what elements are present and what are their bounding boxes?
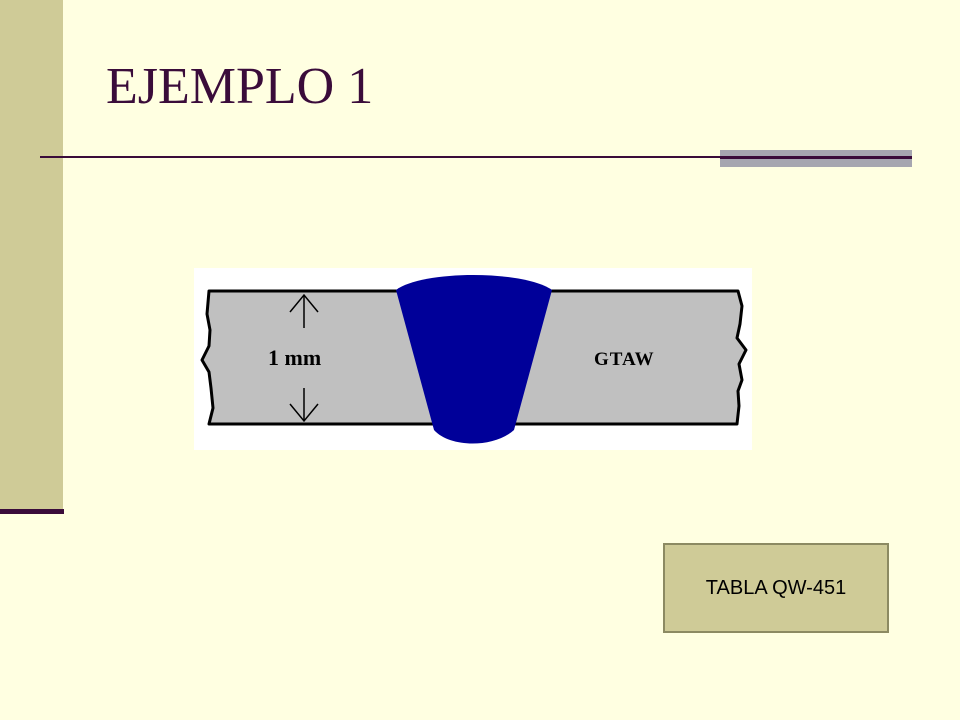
slide-title: EJEMPLO 1 bbox=[106, 58, 374, 115]
left-sidebar-bar bbox=[0, 0, 63, 512]
thickness-arrow-top bbox=[289, 293, 319, 328]
tabla-qw-451-label: TABLA QW-451 bbox=[705, 576, 847, 599]
title-rule-accent-line bbox=[720, 157, 912, 159]
weld-joint-svg: 1 mm GTAW bbox=[200, 275, 748, 444]
thickness-arrow-bottom bbox=[289, 388, 319, 423]
process-label: GTAW bbox=[594, 349, 655, 370]
thickness-label: 1 mm bbox=[268, 345, 321, 370]
weld-bead bbox=[396, 275, 552, 444]
tabla-qw-451-button[interactable]: TABLA QW-451 bbox=[663, 543, 889, 633]
weld-joint-figure: 1 mm GTAW bbox=[194, 268, 752, 450]
left-sidebar-accent bbox=[0, 509, 64, 514]
title-rule bbox=[40, 156, 912, 158]
